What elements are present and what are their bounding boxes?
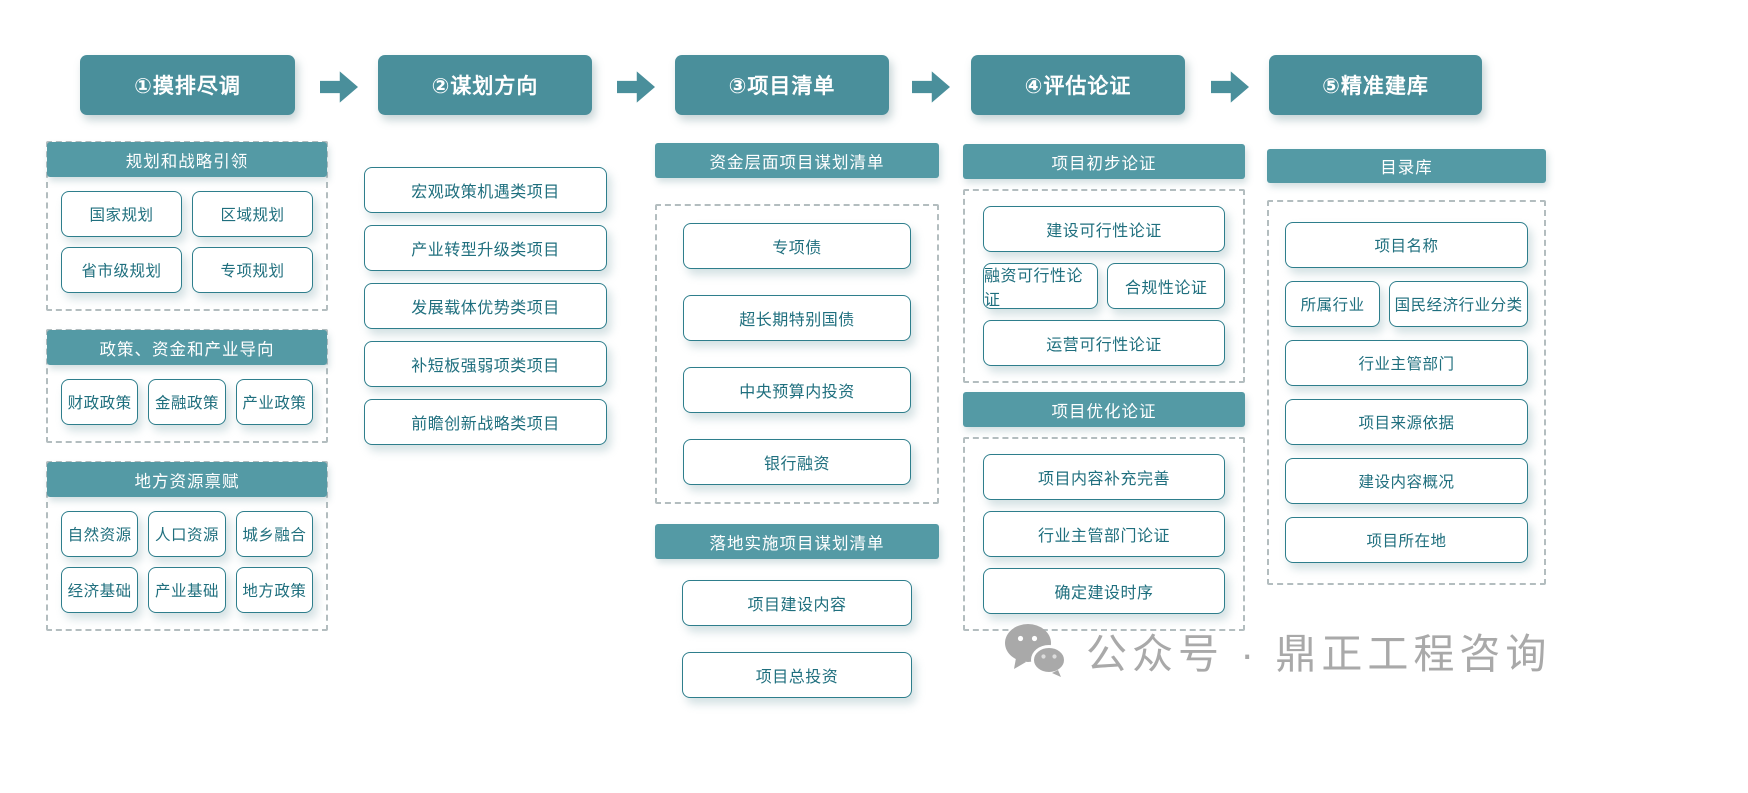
group-items: 财政政策 金融政策 产业政策 xyxy=(48,365,326,441)
watermark: 公众号 · 鼎正工程咨询 xyxy=(1004,620,1551,680)
flow-node: 产业转型升级类项目 xyxy=(364,225,607,271)
flow-node: 国家规划 xyxy=(61,191,182,237)
group-title-bar: 地方资源禀赋 xyxy=(47,462,327,497)
arrow-right-icon xyxy=(320,71,358,103)
wechat-icon xyxy=(1004,622,1066,678)
flow-node: 中央预算内投资 xyxy=(683,367,911,413)
group-optimization-review: 项目内容补充完善 行业主管部门论证 确定建设时序 xyxy=(963,437,1245,631)
flow-node: 财政政策 xyxy=(61,379,139,425)
flow-node: 项目内容补充完善 xyxy=(983,454,1225,500)
group-initial-review: 建设可行性论证 融资可行性论证 合规性论证 运营可行性论证 xyxy=(963,189,1245,383)
stage-button-4: ④评估论证 xyxy=(971,55,1185,115)
flow-node: 专项规划 xyxy=(192,247,313,293)
flow-node: 前瞻创新战略类项目 xyxy=(364,399,607,445)
group-policy-funding: 政策、资金和产业导向 财政政策 金融政策 产业政策 xyxy=(46,329,328,443)
flow-node: 超长期特别国债 xyxy=(683,295,911,341)
flow-node: 融资可行性论证 xyxy=(983,263,1099,309)
flow-node: 区域规划 xyxy=(192,191,313,237)
flow-node: 自然资源 xyxy=(61,511,139,557)
group-title-bar: 目录库 xyxy=(1267,149,1546,183)
group-title-bar: 规划和战略引领 xyxy=(47,142,327,177)
group-title-bar: 落地实施项目谋划清单 xyxy=(655,524,939,559)
column-direction: 宏观政策机遇类项目 产业转型升级类项目 发展载体优势类项目 补短板强弱项类项目 … xyxy=(364,167,607,445)
flow-node: 金融政策 xyxy=(148,379,226,425)
group-implementation-list: 项目建设内容 项目总投资 xyxy=(655,559,939,698)
flow-node: 所属行业 xyxy=(1285,281,1381,327)
group-title-bar: 资金层面项目谋划清单 xyxy=(655,143,939,178)
flow-node: 行业主管部门论证 xyxy=(983,511,1225,557)
group-title-bar: 项目优化论证 xyxy=(963,392,1245,427)
watermark-text: 公众号 · 鼎正工程咨询 xyxy=(1086,631,1552,677)
column-evaluation: 项目初步论证 建设可行性论证 融资可行性论证 合规性论证 运营可行性论证 项目优… xyxy=(963,144,1245,631)
flow-node: 建设内容概况 xyxy=(1285,458,1528,504)
stage-button-1: ①摸排尽调 xyxy=(80,55,295,115)
group-items: 国家规划 区域规划 省市级规划 专项规划 xyxy=(48,177,326,309)
flow-node: 产业基础 xyxy=(148,567,226,613)
group-funding-list: 专项债 超长期特别国债 中央预算内投资 银行融资 xyxy=(655,204,939,504)
flow-node: 城乡融合 xyxy=(235,511,313,557)
flow-node: 建设可行性论证 xyxy=(983,206,1225,252)
flow-node: 项目总投资 xyxy=(682,652,912,698)
flow-node: 项目所在地 xyxy=(1285,517,1528,563)
group-planning-strategy: 规划和战略引领 国家规划 区域规划 省市级规划 专项规划 xyxy=(46,141,328,311)
arrow-right-icon xyxy=(1211,71,1249,103)
flow-node: 地方政策 xyxy=(235,567,313,613)
node-row: 融资可行性论证 合规性论证 xyxy=(983,263,1225,309)
flow-node: 运营可行性论证 xyxy=(983,320,1225,366)
flow-node: 产业政策 xyxy=(235,379,313,425)
arrow-right-icon xyxy=(912,71,950,103)
flow-node: 项目建设内容 xyxy=(682,580,912,626)
flow-node: 行业主管部门 xyxy=(1285,340,1528,386)
stage-button-5: ⑤精准建库 xyxy=(1269,55,1482,115)
flow-node: 经济基础 xyxy=(61,567,139,613)
flow-node: 国民经济行业分类 xyxy=(1389,281,1528,327)
flow-node: 项目名称 xyxy=(1285,222,1528,268)
column-survey: 规划和战略引领 国家规划 区域规划 省市级规划 专项规划 政策、资金和产业导向 … xyxy=(46,141,328,649)
flow-node: 专项债 xyxy=(683,223,911,269)
group-catalog-fields: 项目名称 所属行业 国民经济行业分类 行业主管部门 项目来源依据 建设内容概况 … xyxy=(1267,200,1546,585)
group-title-bar: 政策、资金和产业导向 xyxy=(47,330,327,365)
column-project-list: 资金层面项目谋划清单 专项债 超长期特别国债 中央预算内投资 银行融资 落地实施… xyxy=(655,143,939,698)
column-database: 目录库 项目名称 所属行业 国民经济行业分类 行业主管部门 项目来源依据 建设内… xyxy=(1267,149,1546,585)
group-local-resources: 地方资源禀赋 自然资源 人口资源 城乡融合 经济基础 产业基础 地方政策 xyxy=(46,461,328,631)
flow-node: 省市级规划 xyxy=(61,247,182,293)
group-items: 自然资源 人口资源 城乡融合 经济基础 产业基础 地方政策 xyxy=(48,497,326,629)
flow-node: 宏观政策机遇类项目 xyxy=(364,167,607,213)
stage-button-3: ③项目清单 xyxy=(675,55,889,115)
flow-node: 补短板强弱项类项目 xyxy=(364,341,607,387)
flow-node: 项目来源依据 xyxy=(1285,399,1528,445)
stage-button-2: ②谋划方向 xyxy=(378,55,592,115)
node-row: 所属行业 国民经济行业分类 xyxy=(1285,281,1528,327)
flow-node: 发展载体优势类项目 xyxy=(364,283,607,329)
flow-node: 银行融资 xyxy=(683,439,911,485)
flow-node: 人口资源 xyxy=(148,511,226,557)
flow-node: 合规性论证 xyxy=(1107,263,1225,309)
flow-node: 确定建设时序 xyxy=(983,568,1225,614)
group-title-bar: 项目初步论证 xyxy=(963,144,1245,179)
arrow-right-icon xyxy=(617,71,655,103)
